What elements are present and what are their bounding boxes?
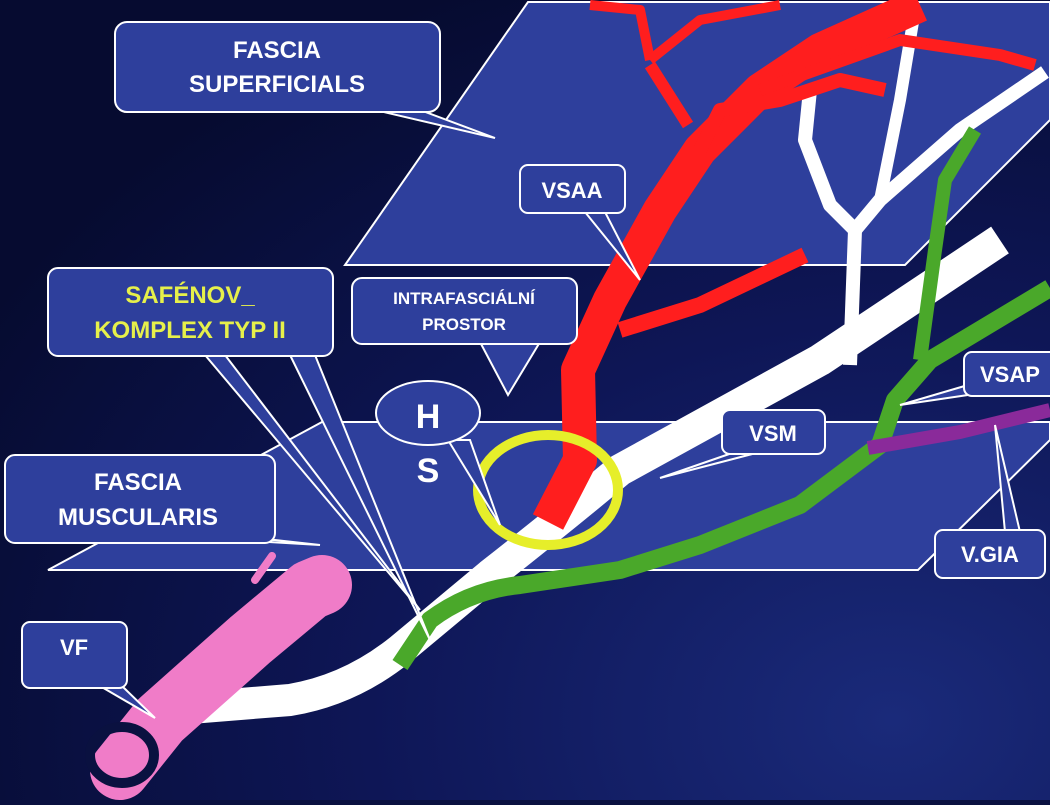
- fascia-superficialis-line2: SUPERFICIALS: [189, 71, 365, 98]
- vsap-green-vein: [392, 280, 1050, 670]
- callout-intrafascial-space: INTRAFASCIÁLNÍ PROSTOR: [351, 277, 578, 398]
- callout-vf: VF: [21, 621, 156, 719]
- intrafascial-line1: INTRAFASCIÁLNÍ: [393, 289, 536, 308]
- vgia-purple-vein: [866, 403, 1050, 455]
- fascia-superficialis-line1: FASCIA: [233, 37, 321, 64]
- callout-vsap: VSAP: [899, 351, 1050, 406]
- fascia-muscularis-line1: FASCIA: [94, 469, 182, 496]
- vgia-label: V.GIA: [961, 542, 1019, 567]
- upper-white-branch: [849, 66, 1049, 235]
- callout-hs: H S: [375, 380, 501, 526]
- callout-vsm: VSM: [659, 409, 826, 479]
- vsap-label: VSAP: [980, 362, 1040, 387]
- intrafascial-line2: PROSTOR: [422, 315, 506, 334]
- fascia-muscularis-line2: MUSCULARIS: [58, 504, 218, 531]
- callout-fascia-muscularis: FASCIA MUSCULARIS: [4, 454, 321, 546]
- vf-label: VF: [60, 635, 88, 660]
- red-branch-top: [646, 0, 781, 64]
- callout-fascia-superficialis: FASCIA SUPERFICIALS: [114, 21, 496, 139]
- callout-vsaa: VSAA: [519, 164, 641, 281]
- saphenous-complex-line1: SAFÉNOV_: [125, 281, 255, 309]
- hs-letter-h: H: [416, 398, 441, 436]
- saphenous-complex-line2: KOMPLEX TYP II: [94, 317, 286, 344]
- red-branch-lower: [617, 247, 809, 338]
- hs-letter-s: S: [417, 452, 440, 490]
- red-branch-right: [757, 34, 1037, 96]
- vsaa-white-branch: [798, 89, 862, 366]
- callout-vgia: V.GIA: [934, 424, 1046, 579]
- red-branch-mid: [693, 73, 887, 154]
- red-branch-top-left: [589, 0, 655, 61]
- vsaa-label: VSAA: [541, 178, 602, 203]
- callout-saphenous-complex: SAFÉNOV_ KOMPLEX TYP II: [47, 267, 431, 641]
- green-branch: [913, 126, 982, 361]
- vsaa-red-trunk: [532, 0, 927, 530]
- vsm-label: VSM: [749, 421, 797, 446]
- red-branch-top-stem: [644, 61, 694, 129]
- vf-pink-tip: [251, 552, 276, 584]
- vf-cross-section: [85, 722, 159, 788]
- vsm-vein: [188, 226, 1009, 724]
